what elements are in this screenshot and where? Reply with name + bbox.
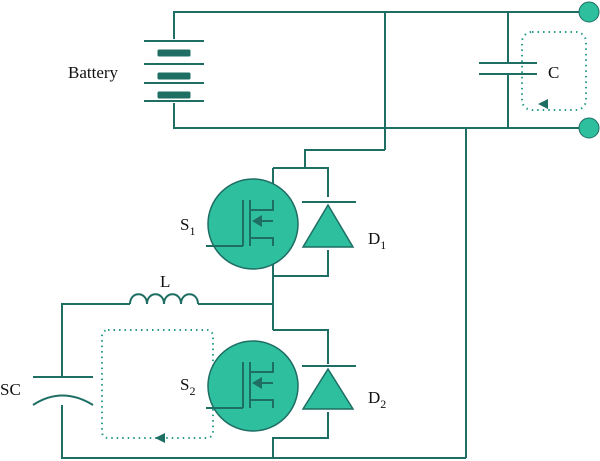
switch-s1 bbox=[206, 178, 299, 270]
lower-leg-wires bbox=[272, 329, 329, 458]
supercapacitor bbox=[32, 376, 94, 406]
supercapacitor-label: SC bbox=[0, 380, 21, 399]
inductor-leg-wires bbox=[61, 303, 466, 459]
output-terminal-negative bbox=[578, 117, 600, 139]
diode-d1-label: D1 bbox=[368, 229, 386, 252]
switch-s1-label: S1 bbox=[180, 215, 195, 238]
inductor bbox=[129, 293, 199, 305]
output-terminal-positive bbox=[578, 1, 600, 23]
supercap-current-loop bbox=[101, 329, 214, 443]
switch-s2-label: S2 bbox=[180, 375, 195, 398]
capacitor bbox=[479, 62, 537, 75]
battery-label: Battery bbox=[68, 63, 119, 82]
switch-s2 bbox=[206, 340, 299, 432]
battery bbox=[144, 40, 204, 102]
diode-d2-label: D2 bbox=[368, 388, 386, 411]
diode-d1 bbox=[301, 201, 356, 248]
capacitor-label: C bbox=[548, 63, 559, 82]
capacitor-current-loop bbox=[521, 31, 587, 111]
inductor-label: L bbox=[160, 272, 170, 291]
top-bus-wires bbox=[173, 11, 586, 458]
diode-d2 bbox=[301, 365, 356, 410]
